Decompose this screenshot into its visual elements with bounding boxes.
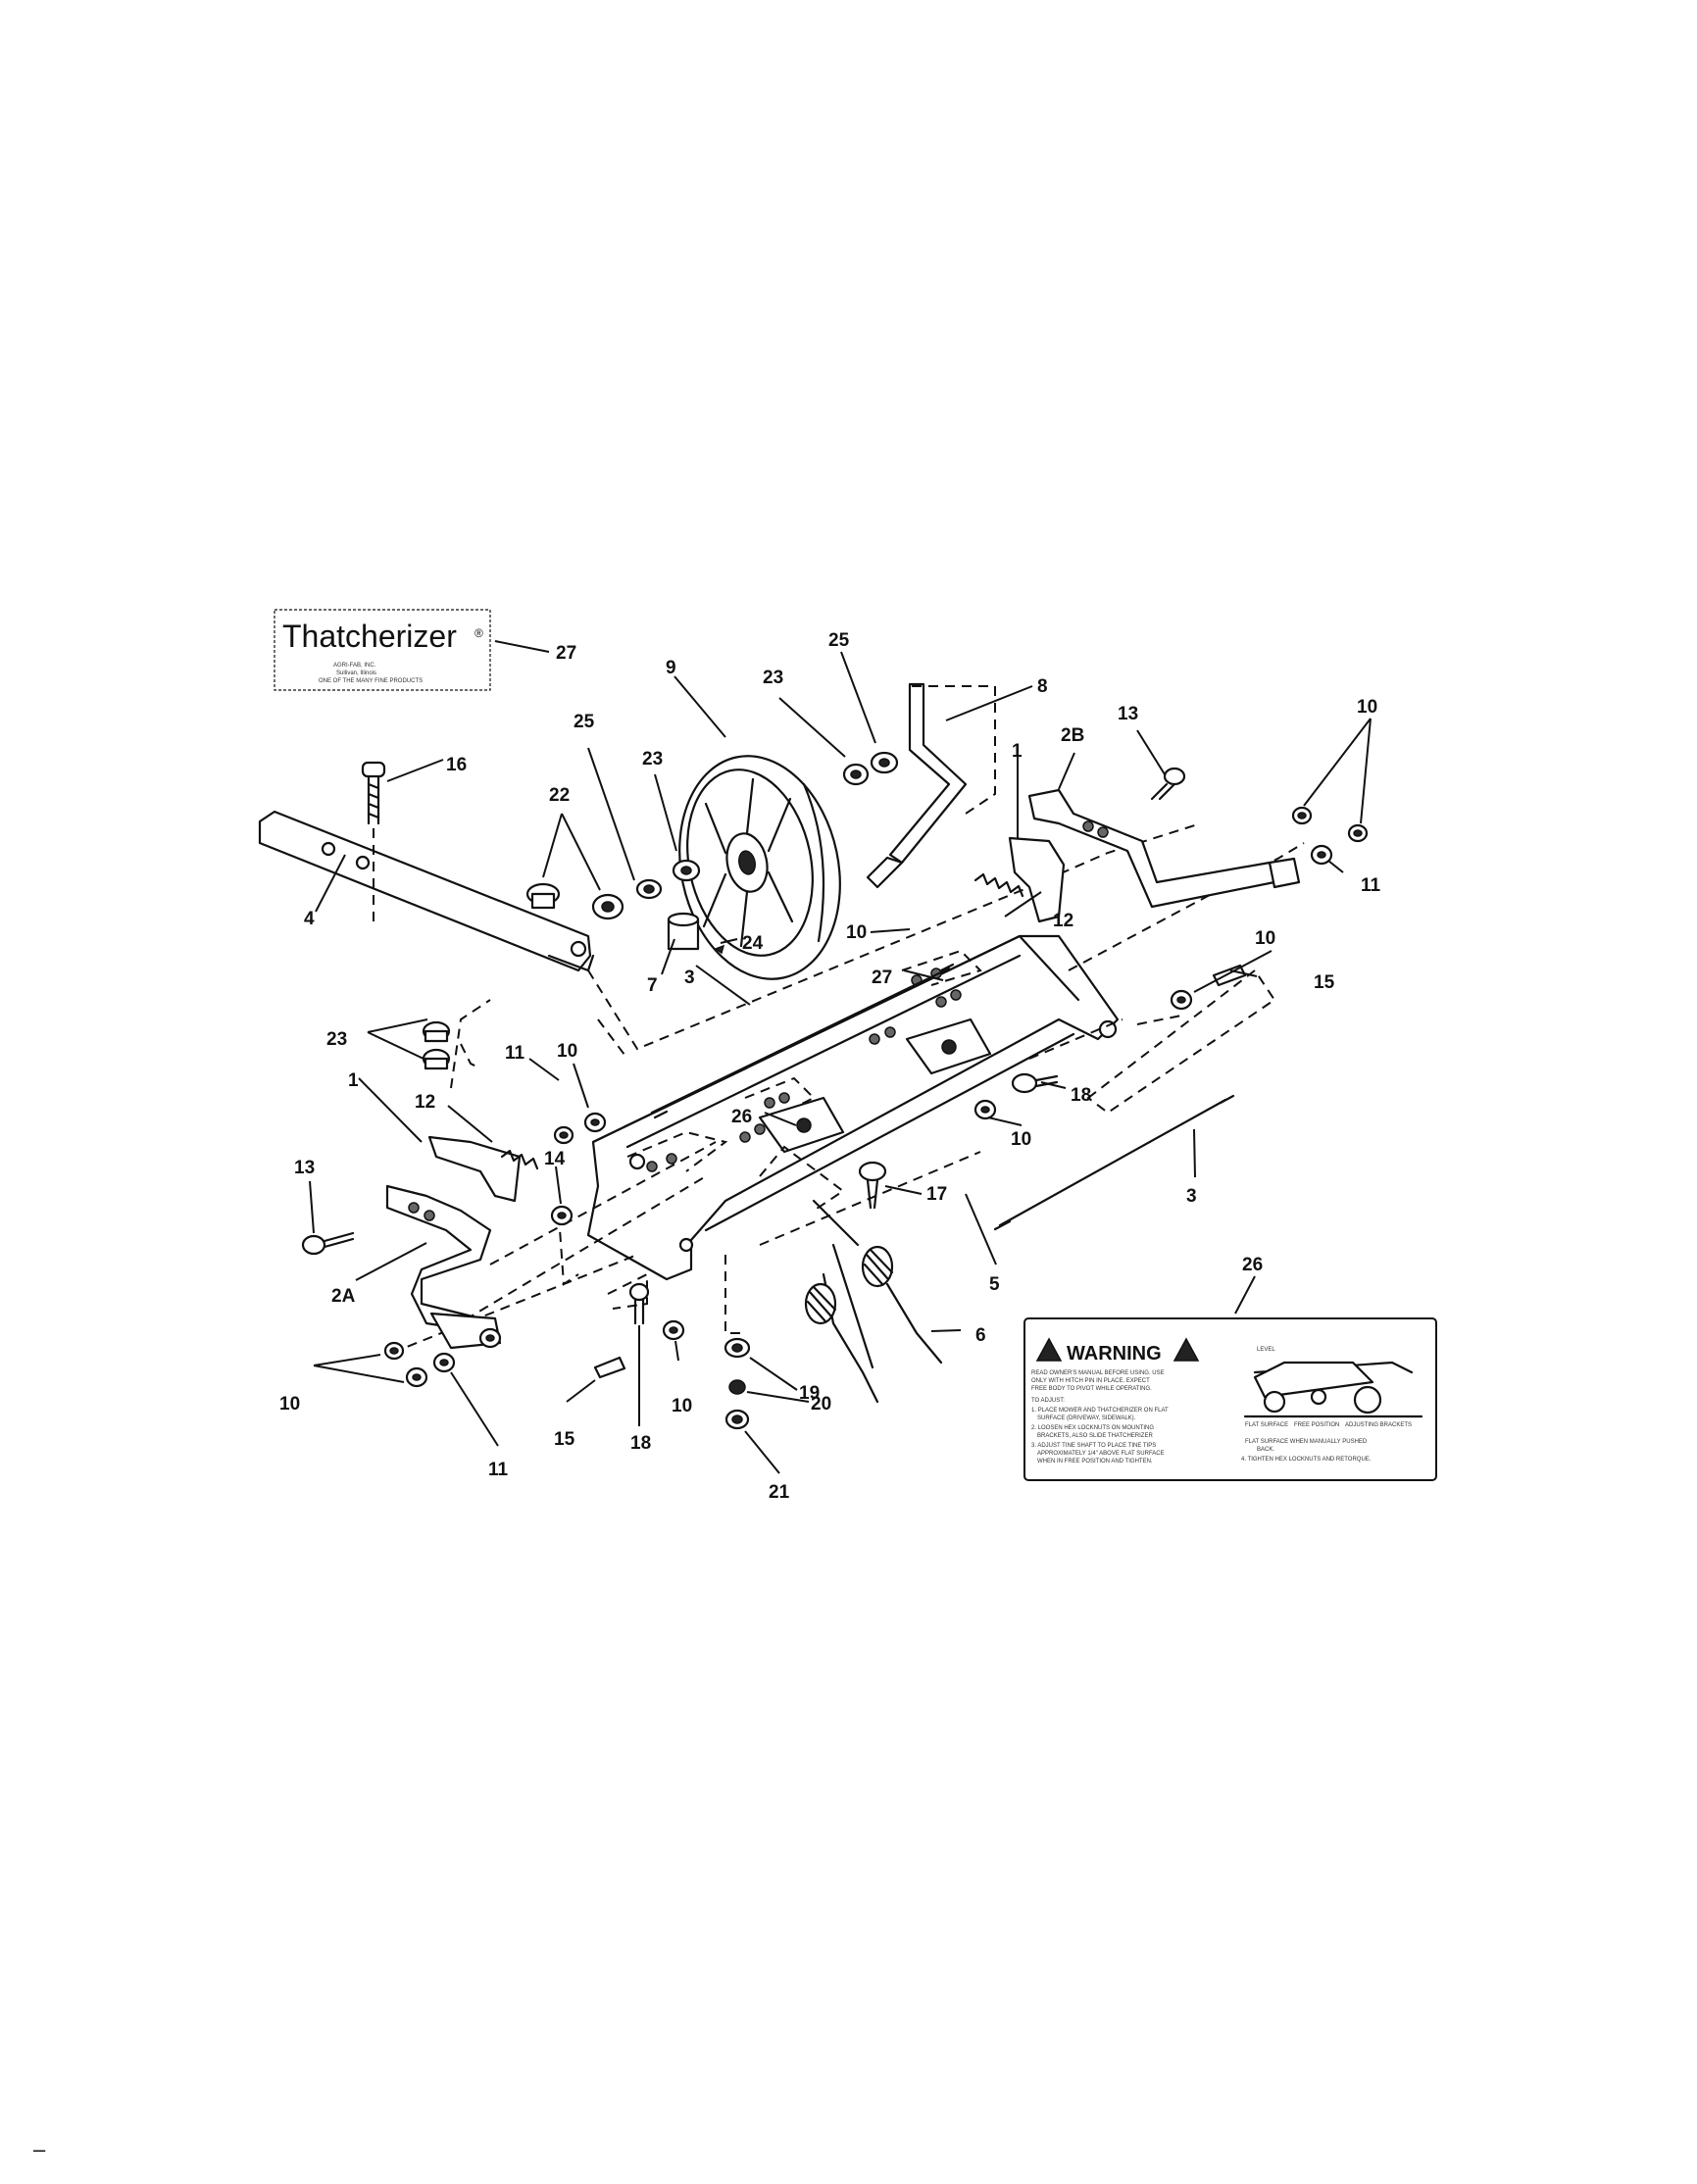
callout-13-left: 13 bbox=[294, 1158, 315, 1178]
callout-23-mid: 23 bbox=[642, 749, 663, 769]
decal-title: Thatcherizer bbox=[282, 619, 457, 654]
callout-18-right: 18 bbox=[1071, 1085, 1091, 1106]
warning-heading: WARNING bbox=[1067, 1343, 1162, 1365]
warning-line-6: SURFACE (DRIVEWAY, SIDEWALK). bbox=[1037, 1415, 1136, 1421]
callout-10-left-top: 10 bbox=[557, 1041, 577, 1062]
warning-fig-label-4: ADJUSTING BRACKETS bbox=[1345, 1422, 1412, 1428]
callout-10-right-mid: 10 bbox=[1255, 928, 1275, 949]
callout-10-mid: 10 bbox=[846, 922, 867, 943]
callout-21: 21 bbox=[769, 1482, 790, 1503]
rods bbox=[650, 963, 1235, 1231]
wheel-hardware bbox=[422, 751, 899, 1089]
decal-fine-line-2: Sullivan, Illinois bbox=[336, 670, 376, 676]
left-bracket-assembly bbox=[301, 1112, 685, 1388]
callout-11-right: 11 bbox=[1361, 875, 1381, 896]
callout-26-frame: 26 bbox=[731, 1107, 752, 1127]
warning-footer-1: FLAT SURFACE WHEN MANUALLY PUSHED bbox=[1245, 1439, 1368, 1445]
warning-line-7: 2. LOOSEN HEX LOCKNUTS ON MOUNTING bbox=[1031, 1425, 1154, 1431]
callout-11-left-bottom: 11 bbox=[488, 1460, 509, 1480]
warning-line-4: TO ADJUST: bbox=[1031, 1398, 1065, 1404]
callout-10-left-bottom: 10 bbox=[279, 1394, 300, 1415]
right-bracket-assembly bbox=[858, 767, 1369, 1210]
warning-fig-label-3: FREE POSITION bbox=[1294, 1422, 1339, 1428]
warning-decal: WARNING READ OWNER'S MANUAL BEFORE USING… bbox=[1023, 1317, 1437, 1481]
callout-19: 19 bbox=[799, 1383, 820, 1404]
callout-26-decal: 26 bbox=[1242, 1255, 1263, 1275]
callout-27-frame: 27 bbox=[872, 968, 892, 988]
callout-3-right: 3 bbox=[1186, 1186, 1197, 1207]
warning-line-2: ONLY WITH HITCH PIN IN PLACE. EXPECT bbox=[1031, 1378, 1150, 1384]
callout-6: 6 bbox=[975, 1325, 986, 1346]
warning-illustration: LEVEL FLAT SURFACE FREE POSITION ADJUSTI… bbox=[1241, 1347, 1423, 1463]
warning-fig-label-1: LEVEL bbox=[1257, 1347, 1275, 1353]
callout-10-right-low: 10 bbox=[1011, 1129, 1031, 1150]
callout-13-right: 13 bbox=[1118, 704, 1138, 724]
callout-10-top-right: 10 bbox=[1357, 697, 1377, 718]
callout-3-top: 3 bbox=[684, 968, 695, 988]
callout-17: 17 bbox=[926, 1184, 947, 1205]
page-footer-mark: – bbox=[33, 2137, 46, 2161]
bolt-16 bbox=[361, 761, 386, 926]
callout-16: 16 bbox=[446, 755, 467, 775]
warning-line-5: 1. PLACE MOWER AND THATCHERIZER ON FLAT bbox=[1031, 1408, 1169, 1414]
callout-1-left: 1 bbox=[348, 1070, 359, 1091]
wheel bbox=[678, 755, 841, 980]
callout-labels: 27 9 25 23 8 25 23 22 16 2B 13 10 1 4 11… bbox=[279, 630, 1381, 1503]
callout-20: 20 bbox=[811, 1394, 831, 1415]
callout-5: 5 bbox=[989, 1274, 1000, 1295]
callout-12-left: 12 bbox=[415, 1092, 435, 1113]
callout-27-top: 27 bbox=[556, 643, 576, 664]
main-frame bbox=[586, 934, 1120, 1281]
callout-25-top: 25 bbox=[828, 630, 850, 651]
warning-line-3: FREE BODY TO PIVOT WHILE OPERATING. bbox=[1031, 1386, 1152, 1392]
warning-line-11: WHEN IN FREE POSITION AND TIGHTEN. bbox=[1037, 1459, 1153, 1464]
leader-lines bbox=[309, 640, 1372, 1474]
callout-14: 14 bbox=[544, 1149, 566, 1169]
decal-registered-mark: ® bbox=[474, 626, 483, 640]
tine-spring bbox=[724, 1199, 943, 1430]
warning-fig-label-2: FLAT SURFACE bbox=[1245, 1422, 1288, 1428]
decal-fine-line-1: AGRI-FAB, INC. bbox=[333, 663, 376, 669]
callout-7: 7 bbox=[647, 975, 658, 996]
warning-text-block: READ OWNER'S MANUAL BEFORE USING. USE ON… bbox=[1031, 1370, 1169, 1464]
wheel-bracket bbox=[866, 682, 996, 889]
callout-11-left: 11 bbox=[505, 1043, 525, 1064]
callout-8: 8 bbox=[1037, 676, 1048, 697]
callout-9: 9 bbox=[666, 658, 676, 678]
warning-footer-3: 4. TIGHTEN HEX LOCKNUTS AND RETORQUE. bbox=[1241, 1457, 1372, 1463]
warning-line-10: APPROXIMATELY 1/4" ABOVE FLAT SURFACE bbox=[1037, 1451, 1165, 1457]
decal-fine-line-3: ONE OF THE MANY FINE PRODUCTS bbox=[319, 678, 423, 684]
warning-line-1: READ OWNER'S MANUAL BEFORE USING. USE bbox=[1031, 1370, 1165, 1376]
axle-bar bbox=[258, 810, 595, 972]
callout-23-left: 23 bbox=[326, 1029, 347, 1050]
warning-footer-2: BACK. bbox=[1257, 1447, 1274, 1453]
warning-line-9: 3. ADJUST TINE SHAFT TO PLACE TINE TIPS bbox=[1031, 1443, 1156, 1449]
callout-15-left: 15 bbox=[554, 1429, 575, 1450]
callout-22: 22 bbox=[549, 785, 570, 806]
callout-10-bottom: 10 bbox=[672, 1396, 692, 1416]
warning-line-8: BRACKETS, ALSO SLIDE THATCHERIZER bbox=[1037, 1433, 1153, 1439]
callout-25-mid: 25 bbox=[574, 712, 595, 732]
callout-2a: 2A bbox=[331, 1286, 356, 1307]
thatcherizer-decal: Thatcherizer ® AGRI-FAB, INC. Sullivan, … bbox=[274, 609, 491, 691]
callout-4: 4 bbox=[304, 909, 315, 929]
callout-2b: 2B bbox=[1061, 725, 1084, 746]
callout-18-left: 18 bbox=[630, 1433, 651, 1454]
callout-15-right: 15 bbox=[1314, 972, 1335, 993]
callout-23-top: 23 bbox=[763, 668, 783, 688]
callout-12-right: 12 bbox=[1053, 911, 1073, 931]
callout-1-right: 1 bbox=[1012, 741, 1023, 762]
callout-24: 24 bbox=[742, 933, 764, 954]
